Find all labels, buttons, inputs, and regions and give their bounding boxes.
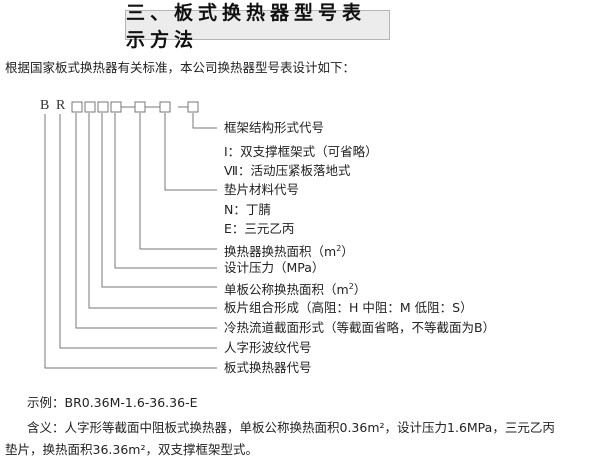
label-pressure: 设计压力（MPa） (224, 260, 325, 275)
leader-plate-area (101, 113, 217, 288)
label-gasket: 垫片材料代号 (224, 182, 300, 197)
label-combo: 板片组合形成（高阻：H 中阻：M 低阻：S） (224, 300, 473, 315)
example-text: 示例：BR0.36M-1.6-36.36-E (27, 395, 198, 410)
leader-channel (75, 113, 217, 329)
label-area-text: 换热器换热面积（m (224, 244, 337, 260)
superscript: 2 (348, 282, 354, 291)
code-box (159, 101, 171, 113)
leader-pressure (114, 113, 217, 269)
label-channel: 冷热流道截面形式（等截面省略，不等截面为B） (224, 320, 496, 335)
leader-gasket (164, 113, 217, 191)
meaning-line-1: 含义：人字形等截面中阻板式换热器，单板公称换热面积0.36m²，设计压力1.6M… (27, 420, 555, 435)
label-gasket-e: E：三元乙丙 (224, 221, 295, 236)
code-box (71, 101, 83, 113)
leader-frame (192, 113, 217, 129)
meaning-line-2: 垫片，换热面积36.36m²，双支撑框架型式。 (5, 442, 258, 457)
label-plate-area-text: 单板公称换热面积（m (224, 282, 349, 298)
code-box (187, 101, 199, 113)
label-corrugation: 人字形波纹代号 (224, 340, 312, 355)
label-plate-area: 单板公称换热面积（m2） (224, 279, 366, 298)
close-paren: ） (341, 244, 354, 260)
leader-type (44, 114, 217, 369)
leader-combo (88, 113, 217, 309)
code-box (134, 101, 146, 113)
label-frame-i: Ⅰ：双支撑框架式（可省略） (224, 144, 378, 159)
label-gasket-n: N：丁腈 (224, 202, 271, 217)
code-letter-b: B (40, 98, 50, 113)
intro-text: 根据国家板式换热器有关标准，本公司换热器型号表设计如下： (5, 60, 356, 75)
label-area: 换热器换热面积（m2） (224, 241, 354, 260)
leader-corrugation (59, 114, 217, 349)
code-box (97, 101, 109, 113)
superscript: 2 (336, 244, 342, 253)
code-box (110, 101, 122, 113)
code-letter-r: R (56, 98, 66, 113)
code-box (84, 101, 96, 113)
leader-area (139, 113, 217, 250)
label-frame-vii: Ⅶ：活动压紧板落地式 (224, 163, 351, 178)
label-frame: 框架结构形式代号 (224, 120, 325, 135)
close-paren: ） (353, 282, 367, 298)
label-type: 板式换热器代号 (224, 360, 312, 375)
